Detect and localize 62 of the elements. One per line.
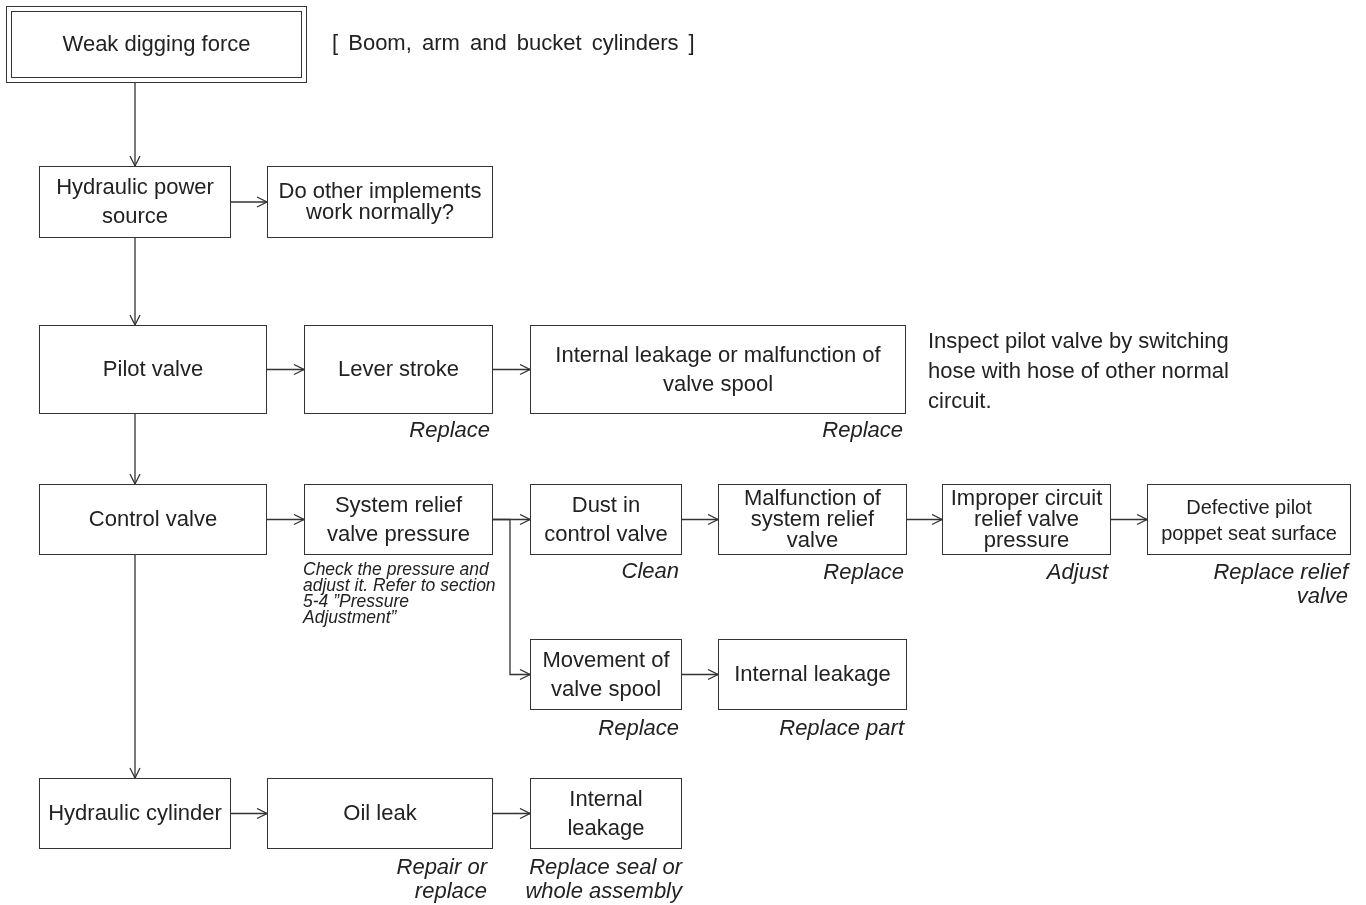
process-box [718,484,907,555]
box-text: Internal leakage [733,660,892,689]
process-box [267,166,493,238]
box-text: Hydraulic power source [55,173,215,230]
box-text: Do other implements work normally? [277,181,483,223]
box-text: Oil leak [342,799,418,828]
arrow [129,413,141,485]
process-box [530,778,682,849]
process-box [6,6,307,83]
arrow [129,82,141,167]
box-text: Pilot valve [101,355,205,384]
action-note: Replace [822,560,904,585]
box-text: Dust in control valve [543,490,669,548]
arrow [230,196,268,208]
arrow [266,363,305,376]
action-note: Repair or replace [395,855,487,904]
action-note: Check the pressure and adjust it. Refer to section 5-4 ”Pressure Adjustment” [303,561,497,626]
arrow [129,554,141,779]
action-note: Replace [597,716,679,741]
action-note: Replace [821,418,903,443]
action-note: Replace part [778,716,904,741]
box-text: Weak digging force [61,30,252,59]
process-box [942,484,1111,555]
process-box [1147,484,1351,555]
box-text: Movement of valve spool [541,645,671,703]
box-text: Control valve [87,505,219,534]
box-text: Improper circuit relief valve pressure [949,488,1104,551]
arrow [492,518,531,681]
process-box [39,325,267,414]
arrow [1110,513,1148,526]
action-note: Clean [620,559,679,584]
action-note: Replace relief valve [1212,560,1348,609]
arrow [129,237,141,326]
note-text: [ Boom, arm and bucket cylinders ] [332,29,696,57]
arrow [492,807,531,820]
process-box [530,639,682,710]
box-text: Internal leakage [566,784,646,842]
arrow [681,513,719,526]
process-box [530,484,682,555]
process-box [267,778,493,849]
box-text: System relief valve pressure [325,490,472,548]
action-note: Replace [408,418,490,443]
process-box [304,325,493,414]
process-box [39,778,231,849]
process-box [39,484,267,555]
box-text: Internal leakage or malfunction of valve spool [554,340,882,398]
process-box [530,325,906,414]
arrow [230,807,268,820]
box-text: Hydraulic cylinder [47,799,223,828]
process-box [304,484,493,555]
arrow [492,363,531,376]
arrow [266,513,305,526]
box-text: Malfunction of system relief valve [743,488,882,551]
action-note: Replace seal or whole assembly [524,855,682,904]
arrow [906,513,943,526]
note-text: Inspect pilot valve by switching hose with hose of other normal circuit. [928,327,1230,415]
box-text: Lever stroke [336,355,461,384]
process-box [39,166,231,238]
action-note: Adjust [1045,560,1108,585]
box-text: Defective pilot poppet seat surface [1160,494,1338,546]
process-box [718,639,907,710]
arrow [681,668,719,681]
